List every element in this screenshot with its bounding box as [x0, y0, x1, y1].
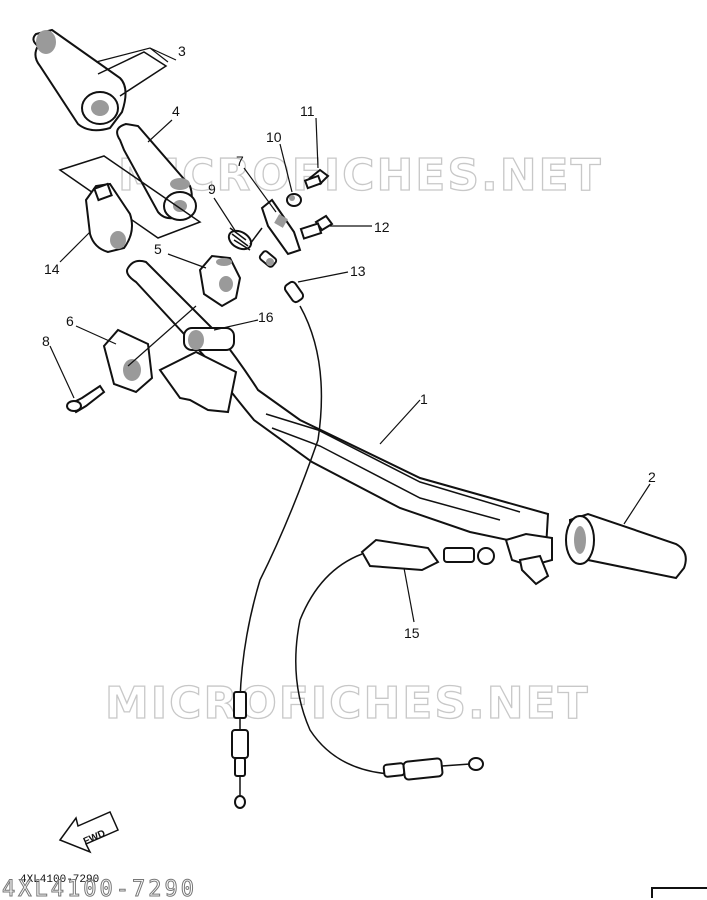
leader-5 — [167, 253, 207, 269]
lower-clamp — [102, 328, 154, 394]
leader-3-frame — [97, 51, 168, 97]
leader-7 — [243, 167, 277, 213]
leader-3 — [95, 47, 177, 63]
leader-11 — [315, 117, 319, 169]
cable-guide-7 — [260, 198, 302, 256]
callout-6: 6 — [66, 313, 74, 329]
callout-16: 16 — [258, 309, 274, 325]
leader-10 — [279, 143, 293, 193]
watermark-bottom: MICROFICHES.NET — [105, 678, 590, 729]
leader-14 — [59, 231, 91, 263]
callout-8: 8 — [42, 333, 50, 349]
callout-4: 4 — [172, 103, 180, 119]
screw-11 — [303, 168, 330, 190]
diagram-code: 4XL4100-7290 — [20, 874, 99, 886]
collar — [183, 327, 235, 351]
leader-5-lower — [127, 305, 197, 367]
right-grip — [565, 512, 687, 580]
leader-15 — [403, 567, 415, 623]
clutch-perch — [504, 532, 553, 586]
handlebar — [126, 259, 550, 550]
callout-11: 11 — [300, 103, 315, 119]
leader-16 — [213, 319, 259, 331]
callout-7: 7 — [236, 153, 244, 169]
nut-10 — [286, 193, 302, 207]
corner-mark — [651, 887, 707, 898]
callout-9: 9 — [208, 181, 216, 197]
leader-8 — [49, 345, 75, 399]
diagram-code-ghost: 4XL4100-7290 — [2, 877, 197, 900]
bolt-8 — [66, 384, 106, 414]
throttle-cable — [239, 305, 323, 701]
cable-adjuster — [360, 538, 495, 572]
upper-clamp — [198, 254, 242, 308]
callout-3: 3 — [178, 43, 186, 59]
callout-14: 14 — [44, 261, 60, 277]
leader-6 — [75, 325, 117, 345]
callout-5: 5 — [154, 241, 162, 257]
callout-15: 15 — [404, 625, 420, 641]
watermark-top: MICROFICHES.NET — [118, 150, 603, 201]
clutch-cable-end — [382, 757, 484, 781]
callout-2: 2 — [648, 469, 656, 485]
fwd-arrow: FWD — [58, 811, 119, 854]
callout-13: 13 — [350, 263, 366, 279]
leader-4 — [147, 119, 173, 143]
leader-1 — [379, 399, 421, 445]
cable-fitting-13 — [258, 250, 305, 304]
clutch-cable — [295, 553, 391, 775]
left-grip — [32, 28, 127, 132]
throttle-cable-end — [231, 691, 249, 809]
callout-12: 12 — [374, 219, 390, 235]
spring-9 — [227, 227, 263, 251]
leader-9 — [213, 197, 237, 233]
leader-13 — [297, 271, 349, 283]
callout-10: 10 — [266, 129, 282, 145]
screw-12 — [299, 214, 334, 240]
throttle-housing — [84, 182, 133, 254]
leader-2 — [623, 483, 651, 525]
mount-plate — [158, 350, 238, 414]
callout-1: 1 — [420, 391, 428, 407]
